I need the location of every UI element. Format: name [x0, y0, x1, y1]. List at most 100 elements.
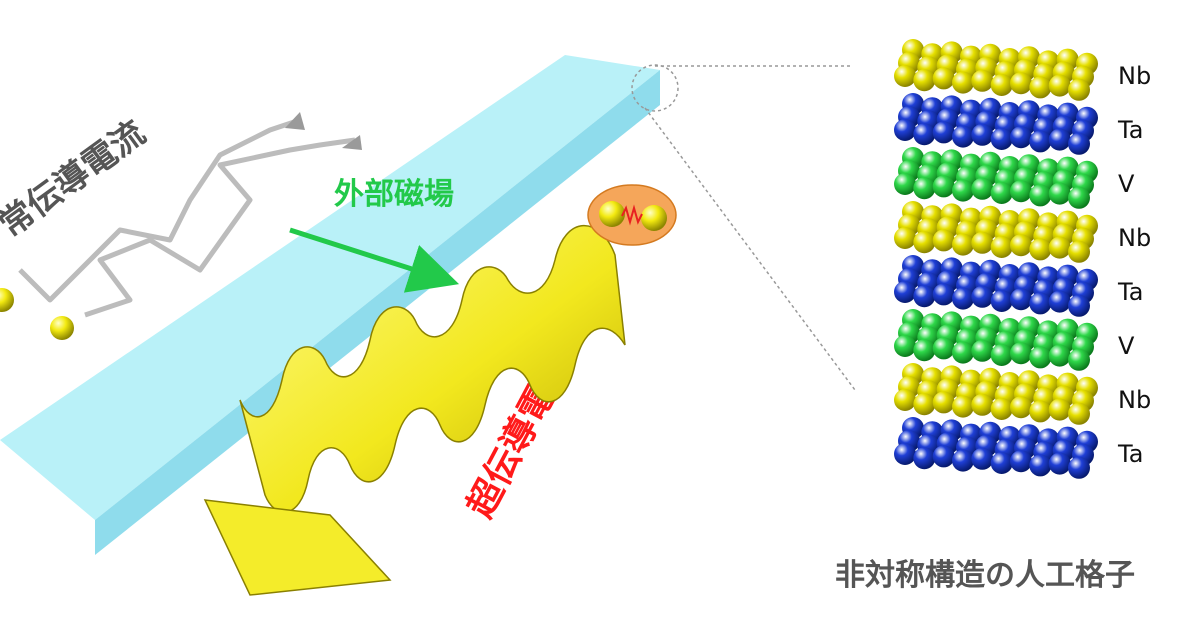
atom — [1029, 76, 1052, 99]
atom — [1048, 398, 1071, 421]
lattice-layer-v — [894, 147, 1098, 209]
arrowhead-2 — [342, 135, 362, 150]
atom — [1068, 402, 1090, 425]
atom — [894, 173, 916, 195]
atom — [990, 182, 1013, 204]
supercurrent-wave — [203, 224, 626, 596]
atom — [971, 231, 994, 254]
atom — [1048, 290, 1071, 313]
atom — [1010, 126, 1032, 149]
atom — [932, 229, 955, 252]
atom — [971, 339, 994, 362]
atom — [971, 285, 994, 308]
atom — [952, 287, 974, 310]
atom — [913, 339, 936, 362]
atom — [932, 445, 955, 468]
layer-label: Ta — [1117, 440, 1143, 468]
atom — [1010, 234, 1032, 257]
atom — [894, 335, 916, 357]
atom — [894, 227, 916, 249]
layer-label: V — [1118, 332, 1135, 360]
atom — [913, 69, 936, 92]
atom — [1029, 238, 1052, 261]
atom — [971, 177, 994, 200]
lattice-caption: 非対称構造の人工格子 — [835, 558, 1135, 593]
atom — [990, 398, 1013, 420]
atom — [971, 447, 994, 470]
lattice-layer-ta — [894, 255, 1098, 317]
atom — [952, 341, 974, 364]
atom — [913, 123, 936, 146]
atom — [1010, 450, 1032, 473]
atom — [913, 285, 936, 308]
atom — [1068, 348, 1090, 371]
atom — [1068, 132, 1090, 155]
zoom-indicator — [631, 64, 856, 391]
atom — [894, 281, 916, 303]
zoom-line-bottom — [644, 107, 856, 391]
atom — [971, 393, 994, 416]
atom — [1068, 78, 1090, 101]
atom — [1029, 184, 1052, 207]
atom — [990, 74, 1013, 96]
conductor-strip — [0, 55, 660, 555]
atom — [1010, 72, 1032, 95]
zigzag-path-2 — [84, 137, 356, 318]
atom — [1029, 454, 1052, 477]
atom — [894, 65, 916, 87]
atom — [932, 121, 955, 144]
lattice-layer-v — [894, 309, 1098, 371]
atom — [1029, 130, 1052, 153]
atom — [952, 125, 974, 148]
layer-label: Ta — [1117, 278, 1143, 306]
atom — [913, 231, 936, 254]
layer-label: Ta — [1117, 116, 1143, 144]
magnetic-field-arrow — [289, 227, 460, 293]
atom — [894, 443, 916, 465]
atom — [1048, 236, 1071, 259]
lattice-layer-ta — [894, 93, 1098, 155]
atom — [990, 290, 1013, 312]
atom — [932, 391, 955, 414]
atom — [1010, 342, 1032, 365]
atom — [1068, 186, 1090, 209]
atom — [913, 447, 936, 470]
external-field-label: 外部磁場 — [334, 177, 454, 212]
atom — [952, 449, 974, 472]
lattice-layer-ta — [894, 417, 1098, 479]
atom — [1048, 452, 1071, 475]
atom — [990, 344, 1013, 366]
atom — [990, 452, 1013, 474]
supercurrent-arrowhead — [203, 499, 392, 596]
strip-top-face — [0, 55, 660, 520]
normal-current-label: 常伝導電流 — [0, 113, 153, 245]
atom — [1029, 292, 1052, 315]
atom — [1068, 240, 1090, 263]
atom — [952, 395, 974, 418]
atom — [971, 69, 994, 92]
lattice-layer-nb — [894, 201, 1098, 263]
spring-icon — [621, 204, 643, 226]
atom — [952, 179, 974, 202]
lattice-layer-nb — [894, 363, 1098, 425]
atom — [1010, 180, 1032, 203]
atom — [952, 233, 974, 256]
atom — [894, 389, 916, 411]
atom — [913, 177, 936, 200]
cooper-electron-1 — [599, 201, 625, 227]
atom — [952, 71, 974, 94]
atom — [932, 67, 955, 90]
layer-label: V — [1118, 170, 1135, 198]
arrowhead-1 — [285, 112, 305, 130]
normal-current-paths — [18, 112, 362, 318]
atom — [1068, 294, 1090, 317]
lattice-layer-nb — [894, 39, 1098, 101]
atom — [1048, 128, 1071, 151]
atom — [1010, 396, 1032, 419]
atom — [971, 123, 994, 146]
atom — [1029, 400, 1052, 423]
cooper-electron-2 — [641, 205, 667, 231]
atom — [1068, 456, 1090, 479]
